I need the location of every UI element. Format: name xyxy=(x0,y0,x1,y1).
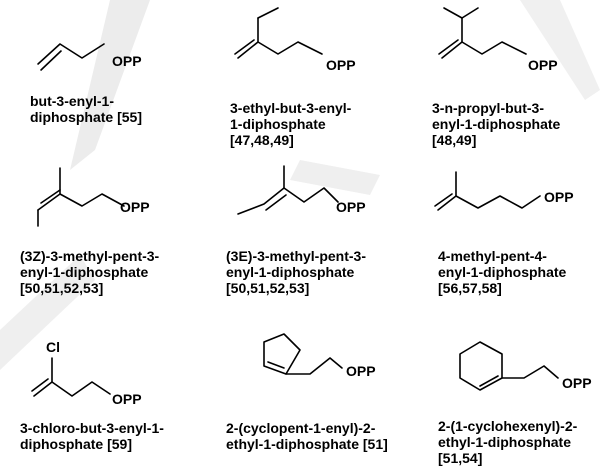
structure-cyclopentenyl-ethyl: OPP xyxy=(263,333,376,379)
compound-name: 4-methyl-pent-4-enyl-1-diphosphate[56,57… xyxy=(438,248,567,296)
atom-label: OPP xyxy=(326,57,356,73)
compound-3z-3-methyl-pent-3-enyl: OPP (3Z)-3-methyl-pent-3-enyl-1-diphosph… xyxy=(20,160,220,310)
structure-3e-3-methyl-pent-3-enyl: OPP xyxy=(237,165,366,215)
compound-cyclohexenyl-ethyl: OPP 2-(1-cyclohexenyl)-2-ethyl-1-diphosp… xyxy=(430,330,606,475)
compound-name: 3-n-propyl-but-3-enyl-1-diphosphate[48,4… xyxy=(432,100,561,148)
compound-name: but-3-enyl-1-diphosphate [55] xyxy=(30,93,143,125)
compound-3-n-propyl-but-3-enyl: OPP 3-n-propyl-but-3-enyl-1-diphosphate[… xyxy=(430,7,606,158)
compound-name: 2-(1-cyclohexenyl)-2-ethyl-1-diphosphate… xyxy=(438,418,578,466)
structure-but-3-enyl: OPP xyxy=(37,43,142,71)
atom-label: OPP xyxy=(562,375,592,391)
structure-3z-3-methyl-pent-3-enyl: OPP xyxy=(37,167,150,227)
atom-label: OPP xyxy=(346,363,376,379)
compound-3-chloro-but-3-enyl: Cl OPP 3-chloro-but-3-enyl-1-diphosphate… xyxy=(20,338,220,468)
atom-label: OPP xyxy=(112,53,142,69)
compound-cyclopentenyl-ethyl: OPP 2-(cyclopent-1-enyl)-2-ethyl-1-dipho… xyxy=(224,330,424,470)
compound-name: 2-(cyclopent-1-enyl)-2-ethyl-1-diphospha… xyxy=(226,420,388,452)
structure-3-chloro-but-3-enyl: Cl OPP xyxy=(31,339,142,407)
atom-label: OPP xyxy=(120,199,150,215)
structure-3-ethyl-but-3-enyl: OPP xyxy=(234,7,356,73)
compound-but-3-enyl: OPP but-3-enyl-1-diphosphate [55] xyxy=(20,30,200,150)
atom-label: OPP xyxy=(544,189,574,205)
compound-name: (3Z)-3-methyl-pent-3-enyl-1-diphosphate[… xyxy=(20,248,160,296)
structure-4-methyl-pent-4-enyl: OPP xyxy=(434,171,574,211)
atom-label: OPP xyxy=(528,57,558,73)
atom-label-cl: Cl xyxy=(46,339,60,355)
structure-cyclohexenyl-ethyl: OPP xyxy=(459,341,592,391)
structure-3-n-propyl-but-3-enyl: OPP xyxy=(438,7,558,73)
atom-label: OPP xyxy=(112,391,142,407)
compound-name: (3E)-3-methyl-pent-3-enyl-1-diphosphate[… xyxy=(226,248,367,296)
compound-name: 3-chloro-but-3-enyl-1-diphosphate [59] xyxy=(20,420,164,452)
compound-4-methyl-pent-4-enyl: OPP 4-methyl-pent-4-enyl-1-diphosphate[5… xyxy=(430,160,606,310)
compound-name: 3-ethyl-but-3-enyl-1-diphosphate[47,48,4… xyxy=(230,100,352,148)
compound-3e-3-methyl-pent-3-enyl: OPP (3E)-3-methyl-pent-3-enyl-1-diphosph… xyxy=(226,160,426,310)
compound-3-ethyl-but-3-enyl: OPP 3-ethyl-but-3-enyl-1-diphosphate[47,… xyxy=(226,7,416,158)
atom-label: OPP xyxy=(336,199,366,215)
